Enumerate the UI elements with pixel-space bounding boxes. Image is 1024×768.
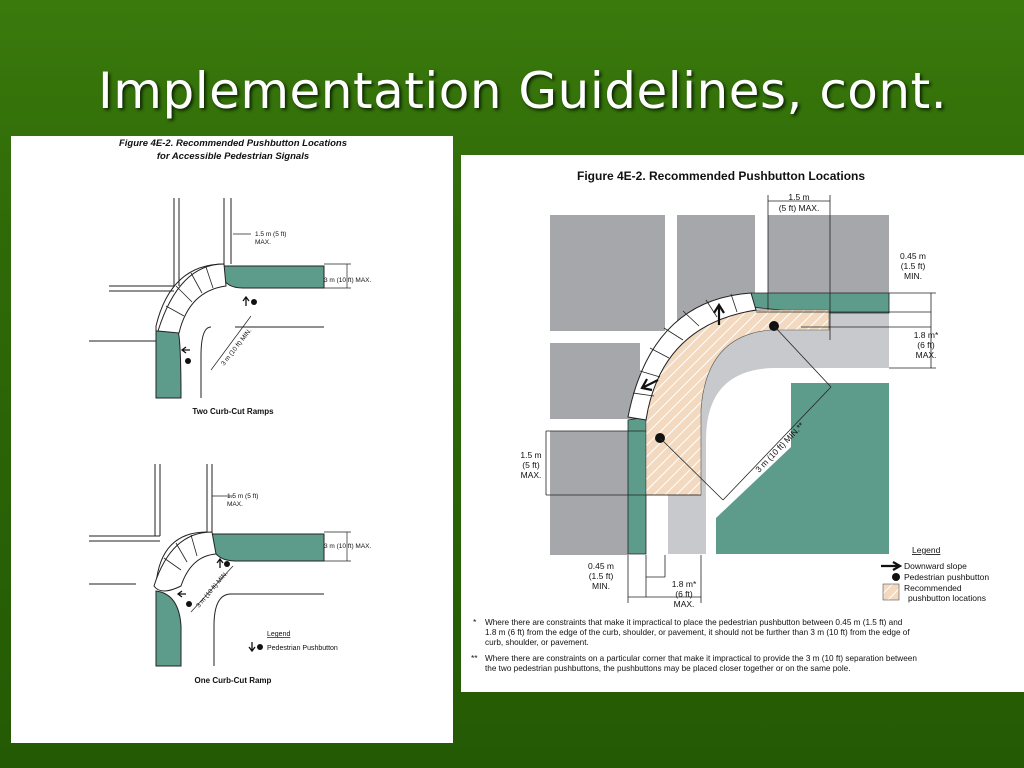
right-figure-diagram: Figure 4E-2. Recommended Pushbutton Loca… — [471, 169, 989, 673]
dim-bottom-b-line2: (6 ft) — [675, 589, 693, 599]
dim-left-line2: (5 ft) — [522, 460, 540, 470]
left-figure-title-line2: for Accessible Pedestrian Signals — [157, 151, 309, 162]
legend-item-locations: pushbutton locations — [908, 593, 986, 603]
note1-line3: curb, shoulder, or pavement. — [485, 638, 589, 647]
dim-bottom-a-line1: 0.45 m — [588, 561, 614, 571]
note2-line2: the two pedestrian pushbuttons, the push… — [485, 664, 851, 673]
left-figure-title-line1: Figure 4E-2. Recommended Pushbutton Loca… — [119, 138, 347, 149]
top-caption: Two Curb-Cut Ramps — [192, 407, 274, 416]
bottom-caption: One Curb-Cut Ramp — [195, 676, 272, 685]
right-legend-title: Legend — [912, 545, 941, 555]
top-ramp-green-right — [221, 265, 325, 289]
right-figure-title: Figure 4E-2. Recommended Pushbutton Loca… — [577, 169, 865, 183]
dim-left-line1: 1.5 m — [520, 450, 541, 460]
top-pushbutton-1 — [242, 295, 257, 306]
bottom-ramp-green-right — [211, 533, 325, 562]
legend-pushbutton-icon — [248, 642, 263, 653]
dim-bottom-b-line1: 1.8 m* — [672, 579, 697, 589]
downward-slope-arrow-2 — [640, 378, 659, 392]
bottom-width-label-2: MAX. — [227, 501, 243, 508]
top-dimension-lines — [210, 233, 351, 371]
legend-item-pushbutton: Pedestrian pushbutton — [904, 572, 989, 582]
bottom-ramp-green-left — [155, 590, 182, 667]
top-separation-label: 3 m (10 ft) MIN. — [220, 327, 253, 367]
top-ramp-green-left — [155, 330, 182, 399]
bottom-offset-label: 3 m (10 ft) MAX. — [324, 543, 372, 550]
bottom-legend-title: Legend — [267, 631, 290, 638]
bottom-pushbutton-2 — [176, 590, 192, 607]
dim-right-a-line1: 0.45 m — [900, 251, 926, 261]
sidewalk — [668, 293, 889, 554]
bottom-separation-label: 3 m (10 ft) MIN. — [195, 570, 230, 609]
legend-pushbutton-icon-right — [892, 573, 900, 581]
dim-right-b-line3: MAX. — [916, 350, 937, 360]
downward-slope-arrow-1 — [713, 302, 725, 325]
bottom-dimension-lines — [190, 495, 351, 613]
dim-right-b-line1: 1.8 m* — [914, 330, 939, 340]
top-curb-ramps — [157, 263, 227, 334]
right-figure-panel: Figure 4E-2. Recommended Pushbutton Loca… — [461, 155, 1024, 692]
right-ramp-lines — [632, 293, 738, 397]
note2-mark: ** — [471, 653, 478, 663]
building-blocks — [550, 215, 889, 555]
legend-item-slope: Downward slope — [904, 561, 967, 571]
top-offset-label: 3 m (10 ft) MAX. — [324, 277, 372, 284]
dim-bottom-a-line2: (1.5 ft) — [589, 571, 614, 581]
dim-top-line2: (5 ft) MAX. — [779, 203, 820, 213]
dim-bottom-a-line3: MIN. — [592, 581, 610, 591]
bottom-ramp-lines — [163, 534, 198, 571]
top-pushbutton-2 — [180, 346, 191, 364]
road-green-left — [627, 416, 647, 555]
note1-line1: Where there are constraints that make it… — [485, 618, 903, 627]
left-figure-diagram: Figure 4E-2. Recommended Pushbutton Loca… — [89, 138, 372, 685]
dim-right-b-line2: (6 ft) — [917, 340, 935, 350]
bottom-width-label-1: 1.5 m (5 ft) — [227, 493, 258, 500]
top-intersection — [89, 198, 324, 398]
note1-mark: * — [473, 617, 477, 627]
note1-line2: 1.8 m (6 ft) from the edge of the curb, … — [485, 628, 910, 637]
dim-bottom-b-line3: MAX. — [674, 599, 695, 609]
top-ramp-lines — [165, 266, 214, 317]
dim-left-line3: MAX. — [521, 470, 542, 480]
note2-line1: Where there are constraints on a particu… — [485, 654, 917, 663]
top-width-label-2: MAX. — [255, 239, 271, 246]
road-green-block — [716, 383, 889, 554]
top-width-label-1: 1.5 m (5 ft) — [255, 231, 286, 238]
dim-right-a-line2: (1.5 ft) — [901, 261, 926, 271]
bottom-intersection — [89, 464, 324, 666]
legend-arrow-icon — [881, 561, 903, 571]
dim-top-line1: 1.5 m — [788, 192, 809, 202]
bottom-pushbutton-1 — [216, 557, 230, 568]
right-dimension-lines — [545, 195, 936, 603]
left-figure-panel: Figure 4E-2. Recommended Pushbutton Loca… — [11, 136, 453, 743]
legend-item-recommended: Recommended — [904, 583, 962, 593]
slide-title: Implementation Guidelines, cont. — [98, 62, 948, 120]
curb-ramps — [627, 292, 757, 421]
dim-right-a-line3: MIN. — [904, 271, 922, 281]
legend-hatch-swatch — [882, 583, 900, 601]
bottom-legend-item: Pedestrian Pushbutton — [267, 645, 338, 652]
bottom-curb-ramp — [153, 531, 217, 592]
